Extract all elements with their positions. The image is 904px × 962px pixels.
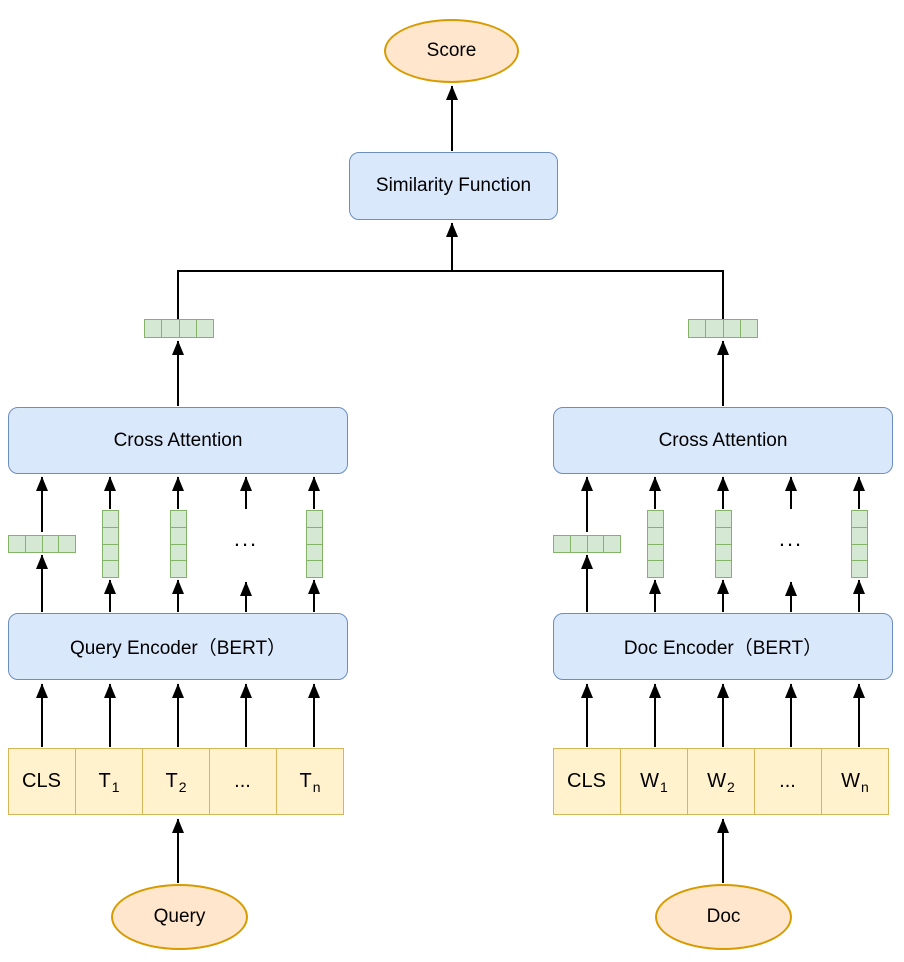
vector-cell bbox=[170, 510, 187, 528]
right-pooled-vector bbox=[688, 319, 758, 338]
vector-cell bbox=[739, 319, 758, 338]
left-cross-attention-node: Cross Attention bbox=[8, 407, 348, 474]
query-label: Query bbox=[153, 906, 206, 927]
left-pooled-vector bbox=[144, 319, 214, 338]
token-label: CLS bbox=[22, 770, 61, 792]
vector-cell bbox=[722, 319, 741, 338]
right-token-vector-n bbox=[851, 510, 868, 578]
vector-cell bbox=[647, 510, 664, 528]
vector-cell bbox=[715, 510, 732, 528]
right-token-vector-1 bbox=[647, 510, 664, 578]
vector-cell bbox=[306, 526, 323, 545]
merge-connector bbox=[177, 270, 724, 334]
vector-cell bbox=[161, 319, 180, 338]
token-subscript: 1 bbox=[111, 778, 120, 795]
token-label: T bbox=[299, 770, 312, 792]
token-subscript: 2 bbox=[727, 778, 735, 795]
vector-cell bbox=[178, 319, 197, 338]
left-token-vector-2 bbox=[170, 510, 187, 578]
vector-cell bbox=[102, 543, 119, 562]
token-label: W bbox=[707, 770, 727, 792]
vector-cell bbox=[24, 535, 43, 553]
vector-cell bbox=[8, 535, 26, 553]
vector-cell bbox=[170, 560, 187, 578]
left-cls-vector bbox=[8, 535, 76, 553]
vector-cell bbox=[851, 510, 868, 528]
token-label: W bbox=[640, 770, 660, 792]
right-cross-attention-node: Cross Attention bbox=[553, 407, 893, 474]
right-token-vector-2 bbox=[715, 510, 732, 578]
vector-cell bbox=[851, 560, 868, 578]
vector-cell bbox=[851, 526, 868, 545]
right-encoder-label: Doc Encoder（BERT） bbox=[623, 638, 823, 659]
vector-cell bbox=[306, 510, 323, 528]
token-label: ... bbox=[234, 770, 251, 792]
vector-cell bbox=[715, 543, 732, 562]
token-subscript: n bbox=[861, 778, 869, 795]
vector-cell bbox=[603, 535, 621, 553]
token-cell: ... bbox=[754, 748, 822, 815]
token-cell: ... bbox=[209, 748, 277, 815]
vector-cell bbox=[306, 560, 323, 578]
token-subscript: 2 bbox=[178, 778, 187, 795]
vector-cell bbox=[851, 543, 868, 562]
vector-cell bbox=[569, 535, 588, 553]
vector-cell bbox=[195, 319, 214, 338]
vector-cell bbox=[586, 535, 605, 553]
left-cross-attention-label: Cross Attention bbox=[113, 429, 243, 451]
vector-cell bbox=[41, 535, 60, 553]
token-subscript: n bbox=[312, 778, 321, 795]
right-ellipsis: ... bbox=[778, 526, 804, 551]
score-node: Score bbox=[384, 19, 519, 83]
right-encoder-node: Doc Encoder（BERT） bbox=[553, 613, 893, 680]
vector-cell bbox=[102, 510, 119, 528]
vector-cell bbox=[715, 560, 732, 578]
vector-cell bbox=[705, 319, 724, 338]
vector-cell bbox=[144, 319, 163, 338]
similarity-function-label: Similarity Function bbox=[375, 175, 532, 196]
vector-cell bbox=[102, 560, 119, 578]
vector-cell bbox=[102, 526, 119, 545]
left-encoder-node: Query Encoder（BERT） bbox=[8, 613, 348, 680]
token-label: ... bbox=[779, 770, 796, 792]
vector-cell bbox=[647, 560, 664, 578]
right-cls-vector bbox=[553, 535, 621, 553]
left-encoder-label: Query Encoder（BERT） bbox=[69, 638, 287, 659]
vector-cell bbox=[58, 535, 76, 553]
token-label: T bbox=[98, 770, 111, 792]
token-label: CLS bbox=[567, 770, 606, 792]
right-cross-attention-label: Cross Attention bbox=[658, 429, 788, 451]
vector-cell bbox=[306, 543, 323, 562]
query-node: Query bbox=[111, 884, 248, 950]
token-label: T bbox=[165, 770, 178, 792]
left-token-vector-n bbox=[306, 510, 323, 578]
token-cell: CLS bbox=[553, 748, 621, 815]
vector-cell bbox=[688, 319, 707, 338]
left-token-vector-1 bbox=[102, 510, 119, 578]
score-label: Score bbox=[426, 40, 477, 61]
vector-cell bbox=[715, 526, 732, 545]
vector-cell bbox=[647, 543, 664, 562]
token-label: W bbox=[841, 770, 861, 792]
vector-cell bbox=[170, 526, 187, 545]
vector-cell bbox=[647, 526, 664, 545]
token-subscript: 1 bbox=[660, 778, 668, 795]
doc-label: Doc bbox=[706, 906, 741, 927]
vector-cell bbox=[553, 535, 571, 553]
token-cell: CLS bbox=[8, 748, 76, 815]
vector-cell bbox=[170, 543, 187, 562]
doc-node: Doc bbox=[655, 884, 792, 950]
left-ellipsis: ... bbox=[233, 526, 259, 551]
similarity-function-node: Similarity Function bbox=[349, 152, 558, 220]
